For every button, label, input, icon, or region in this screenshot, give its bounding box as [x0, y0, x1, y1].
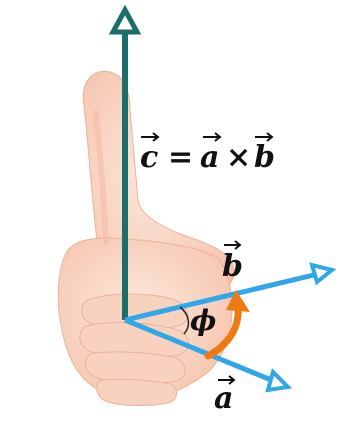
equation-equals: =	[168, 140, 193, 175]
angle-phi-label: ϕ	[190, 304, 216, 337]
vector-a	[124, 317, 293, 393]
arrow-over-b	[255, 132, 274, 142]
cross-product-equation: c = a × b	[140, 132, 275, 175]
arrow-over-c	[141, 132, 160, 142]
vector-b-arrowhead	[309, 262, 337, 286]
vector-c-arrowhead	[108, 4, 142, 35]
vector-c	[108, 4, 142, 320]
vector-a-arrowhead	[265, 368, 293, 393]
angle-arc	[179, 306, 190, 335]
finger-1	[81, 293, 188, 331]
vector-a-label: a	[214, 381, 233, 416]
finger-3	[84, 351, 186, 385]
vector-a-label-group: a	[214, 375, 236, 416]
vector-b-label-group: b	[222, 240, 243, 284]
equation-c: c	[140, 140, 158, 175]
arrow-over-a	[203, 132, 222, 142]
vector-b	[124, 262, 337, 323]
arrow-over-a-label	[218, 375, 236, 385]
equation-b: b	[254, 140, 275, 175]
thumb-shading	[92, 109, 109, 246]
finger-4	[96, 378, 177, 406]
rotation-arrow-icon	[204, 290, 250, 360]
equation-times: ×	[226, 140, 251, 175]
vector-b-label: b	[222, 249, 243, 284]
hand-illustration	[57, 70, 235, 406]
finger-2	[79, 322, 189, 359]
equation-a: a	[200, 140, 219, 175]
arrow-over-b-label	[224, 240, 242, 250]
